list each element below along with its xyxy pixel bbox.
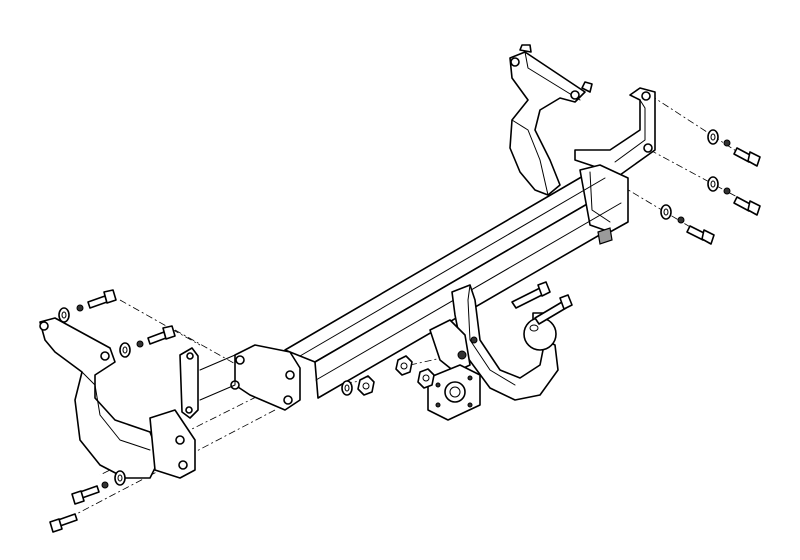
washer	[136, 340, 144, 348]
left-bracket	[39, 317, 301, 479]
washer	[707, 129, 719, 145]
washer	[114, 470, 126, 486]
washer	[677, 216, 685, 224]
washer	[660, 204, 672, 220]
bolt	[686, 225, 715, 245]
washer	[723, 187, 731, 195]
socket-plate	[427, 364, 481, 421]
right-bracket	[509, 44, 656, 196]
bolt	[87, 289, 117, 309]
bracket-hole	[570, 90, 580, 100]
washer	[341, 380, 353, 396]
washer	[119, 342, 131, 358]
washer	[76, 304, 84, 312]
bolt	[49, 513, 78, 533]
washer	[101, 481, 109, 489]
nut	[357, 375, 375, 396]
bolt	[733, 147, 761, 167]
bolt	[534, 294, 573, 325]
bolt	[733, 196, 761, 216]
bolt	[71, 485, 100, 505]
bolt	[511, 281, 551, 309]
tow-ball-neck	[429, 284, 559, 401]
washer	[707, 176, 719, 192]
bolt	[147, 325, 176, 345]
washer	[58, 307, 70, 323]
nut	[395, 355, 413, 376]
nut	[417, 368, 435, 389]
bracket-hole	[510, 57, 520, 67]
washer	[723, 139, 731, 147]
